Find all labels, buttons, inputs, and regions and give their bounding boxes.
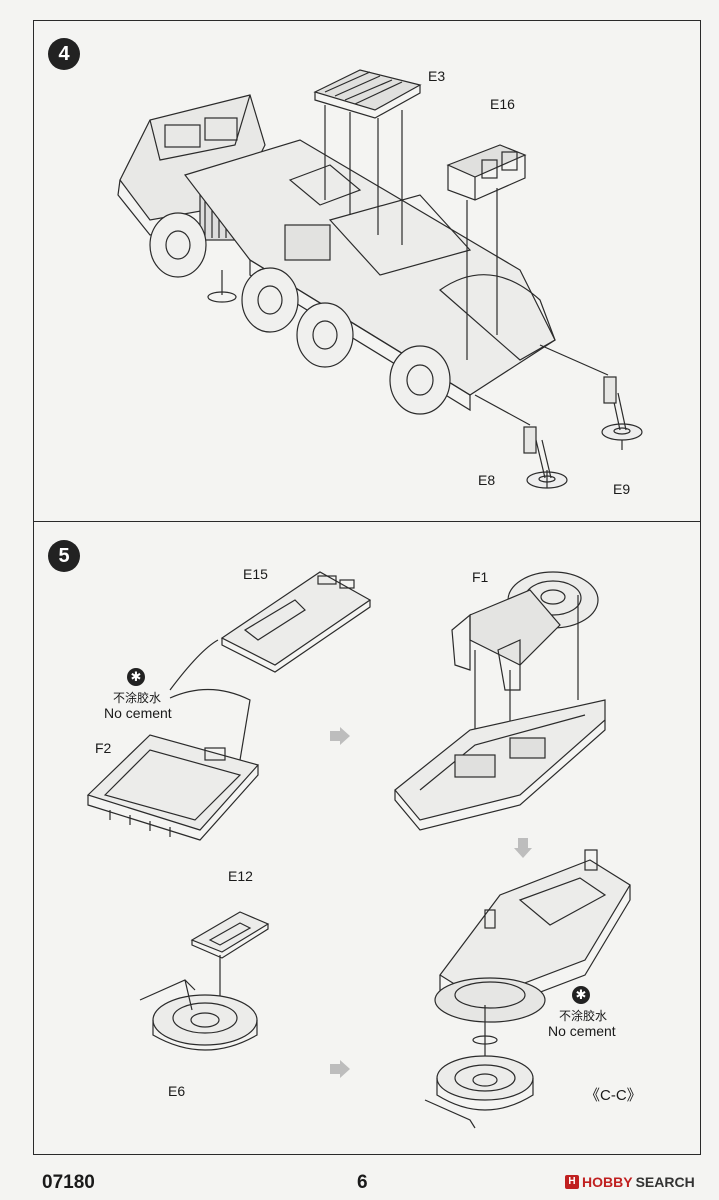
hobby-search-watermark: H HOBBY SEARCH (565, 1174, 695, 1190)
flow-arrow-icon (330, 727, 350, 745)
part-e6-illustration (139, 979, 258, 1051)
step-4-badge: 4 (48, 38, 80, 70)
part-e15-illustration (220, 571, 372, 673)
label-e6: E6 (168, 1083, 186, 1099)
no-cement-label-cn: 不涂胶水 (113, 691, 162, 705)
product-code: 07180 (42, 1172, 95, 1193)
part-f1-illustration (451, 571, 599, 691)
part-e9-illustration (601, 376, 643, 441)
label-e16: E16 (490, 96, 515, 112)
no-cement-label-cn: 不涂胶水 (559, 1009, 608, 1023)
watermark-brand-2: SEARCH (635, 1174, 695, 1190)
step-divider (33, 521, 701, 522)
hobby-search-logo-icon: H (565, 1175, 579, 1189)
part-e16-illustration (446, 144, 527, 201)
part-e8-illustration (523, 426, 568, 489)
page-number: 6 (357, 1172, 368, 1193)
step-5-badge: 5 (48, 540, 80, 572)
chassis-illustration-assembled (434, 849, 631, 1023)
label-f2: F2 (95, 740, 112, 756)
part-e3-illustration (313, 69, 422, 119)
page-frame (33, 20, 701, 1155)
label-e8: E8 (478, 472, 496, 488)
part-f2-illustration (86, 734, 260, 841)
label-e9: E9 (613, 481, 631, 497)
flow-arrow-icon (330, 1060, 350, 1078)
no-cement-label-en: No cement (548, 1023, 616, 1039)
label-f1: F1 (472, 569, 489, 585)
label-e15: E15 (243, 566, 268, 582)
label-e3: E3 (428, 68, 446, 84)
no-cement-label-en: No cement (104, 705, 172, 721)
flow-arrow-icon (514, 838, 532, 858)
watermark-brand-1: HOBBY (582, 1174, 633, 1190)
truck-illustration (117, 94, 556, 415)
ring-illustration-bottom (424, 1055, 534, 1129)
label-e12: E12 (228, 868, 253, 884)
no-cement-icon: ✱ (127, 668, 145, 686)
part-e12-illustration (190, 911, 270, 959)
no-cement-icon: ✱ (572, 986, 590, 1004)
chassis-illustration-upper (394, 699, 606, 831)
section-reference: 《C-C》 (585, 1087, 642, 1104)
